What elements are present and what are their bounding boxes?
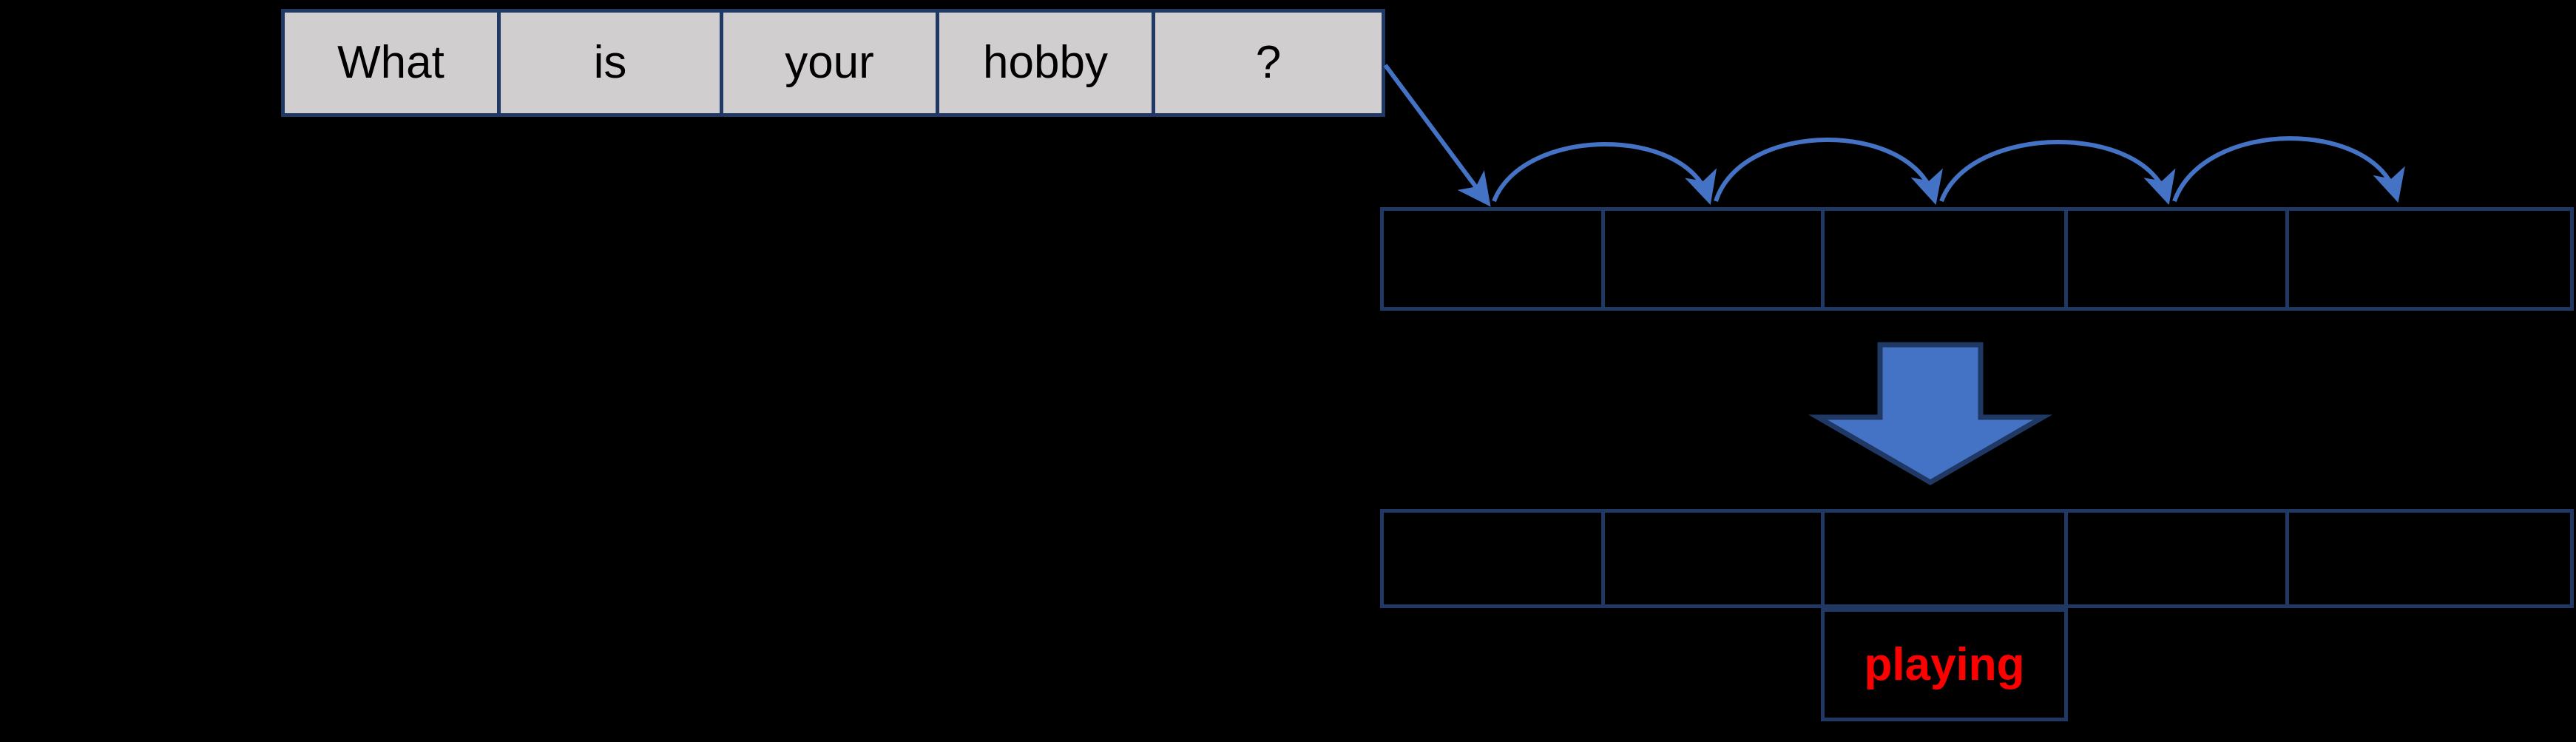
- recurrent-arc-4: [2172, 136, 2405, 203]
- input-to-encoder-arrow: [1383, 64, 1491, 207]
- decoder-state-cell[interactable]: [1821, 509, 2068, 608]
- encoder-state-cell[interactable]: [2285, 207, 2574, 311]
- recurrent-arc-2: [1714, 138, 1943, 206]
- recurrent-arc-3: [1939, 140, 2176, 205]
- encoder-state-cell[interactable]: [1821, 207, 2068, 311]
- decoder-output-cell[interactable]: playing: [1821, 608, 2068, 721]
- input-token-cell[interactable]: your: [720, 9, 939, 117]
- decoder-state-cell[interactable]: [2064, 509, 2289, 608]
- decoder-output-label: playing: [1864, 638, 2025, 690]
- encoder-state-cell[interactable]: [1601, 207, 1825, 311]
- input-token-cell[interactable]: hobby: [936, 9, 1155, 117]
- encoder-state-cell[interactable]: [1380, 207, 1605, 311]
- input-token-cell[interactable]: What: [281, 9, 501, 117]
- input-token-cell[interactable]: is: [497, 9, 723, 117]
- decoder-state-cell[interactable]: [1601, 509, 1825, 608]
- decoder-state-cell[interactable]: [2285, 509, 2574, 608]
- decoder-state-row: [1380, 509, 2574, 608]
- encoder-state-cell[interactable]: [2064, 207, 2289, 311]
- input-token-cell[interactable]: ?: [1152, 9, 1385, 117]
- encoder-to-decoder-block-arrow: [1808, 342, 2053, 486]
- recurrent-arc-1: [1492, 142, 1717, 205]
- input-token-row: What is your hobby ?: [281, 9, 1385, 117]
- decoder-state-cell[interactable]: [1380, 509, 1605, 608]
- encoder-state-row: [1380, 207, 2574, 311]
